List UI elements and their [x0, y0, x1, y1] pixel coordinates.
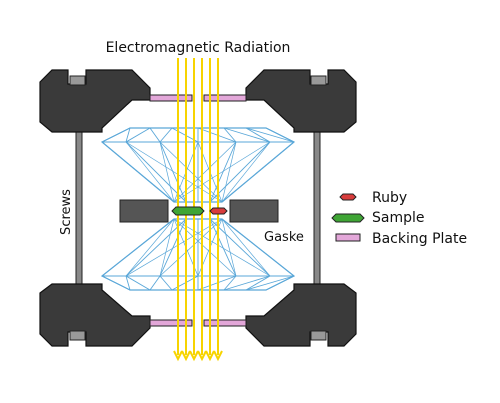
facet-lower-l-bottom-2 — [159, 218, 175, 277]
facet-upper-cross-top-1 — [149, 127, 161, 143]
right-screw — [313, 129, 321, 287]
radiation-arrowhead-1 — [181, 350, 191, 362]
facet-upper-cross-top-0 — [125, 127, 131, 143]
ruby-swatch — [339, 193, 357, 201]
facet-upper-bottom-0 — [101, 275, 131, 291]
facet-upper-bottom-6 — [265, 275, 295, 291]
facet-lower-l-bottom-5 — [173, 218, 271, 277]
facet-lower-r-top-4 — [221, 141, 237, 203]
radiation-beams — [173, 58, 223, 362]
backing-plates — [149, 94, 247, 327]
diagram-title: Electromagnetic Radiation — [106, 40, 291, 56]
facet-upper-bottom-5 — [245, 275, 271, 291]
bottom-screw-caps — [69, 330, 327, 341]
radiation-arrowhead-3 — [197, 350, 207, 362]
backing-plate-bottom-left — [149, 319, 193, 327]
radiation-arrowhead-2 — [189, 350, 199, 362]
bottom-right-cap — [310, 330, 327, 341]
facet-lower-bottom-6 — [221, 218, 295, 277]
legend-label-backing-plate: Backing Plate — [372, 231, 467, 247]
facet-lower-l-bottom-4 — [173, 218, 237, 277]
gasket — [119, 199, 279, 223]
gasket-label: Gaske — [264, 230, 304, 245]
facet-lower-bottom-2 — [159, 218, 187, 277]
facet-lower-l-top-1 — [125, 141, 175, 203]
gasket-right — [229, 199, 279, 223]
facet-lower-bottom-4 — [209, 218, 237, 277]
facet-lower-l-top-5 — [173, 141, 271, 203]
backing-plate-swatch — [335, 233, 361, 242]
backing-plate-top-left — [149, 94, 193, 102]
facet-lower-r-top-1 — [125, 141, 223, 203]
top-right-cap — [310, 75, 327, 86]
bottom-right-block — [245, 283, 357, 347]
bottom-left-cap — [69, 330, 86, 341]
facet-lower-bottom-5 — [209, 218, 271, 277]
anvil-bottom — [100, 218, 296, 291]
facet-upper-top-6 — [265, 127, 295, 143]
facet-lower-top-4 — [209, 141, 237, 203]
top-screw-caps — [69, 75, 327, 86]
radiation-arrowhead-5 — [213, 350, 223, 362]
facet-lower-l-top-2 — [159, 141, 175, 203]
facet-upper-cross-top-5 — [245, 127, 295, 143]
diamond-anvils — [100, 127, 296, 291]
facet-upper-top-5 — [245, 127, 271, 143]
facet-lower-r-top-2 — [159, 141, 223, 203]
top-left-block — [39, 69, 151, 133]
facet-lower-r-bottom-2 — [159, 218, 223, 277]
backing-plate-top-right — [203, 94, 247, 102]
facet-upper-cross-bottom-0 — [125, 275, 131, 291]
legend-item-backing-plate: Backing Plate — [335, 231, 467, 247]
bottom-left-block — [39, 283, 151, 347]
legend-label-sample: Sample — [372, 210, 425, 226]
top-right-block — [245, 69, 357, 133]
legend: Ruby Sample Backing Plate — [331, 190, 467, 247]
facet-upper-bottom-1 — [125, 275, 151, 291]
facet-lower-bottom-1 — [125, 218, 187, 277]
sample — [171, 206, 205, 216]
facet-upper-cross-bottom-4 — [223, 275, 271, 291]
facet-upper-top-4 — [223, 127, 237, 143]
top-body — [39, 69, 357, 133]
sample-swatch — [331, 213, 365, 223]
backing-plate-bottom-right — [203, 319, 247, 327]
top-left-cap — [69, 75, 86, 86]
facet-lower-top-5 — [209, 141, 271, 203]
facet-lower-l-top-4 — [173, 141, 237, 203]
facet-lower-top-2 — [159, 141, 187, 203]
facet-upper-top-2 — [159, 127, 173, 143]
facet-lower-r-bottom-5 — [221, 218, 271, 277]
facet-upper-top-0 — [101, 127, 131, 143]
legend-label-ruby: Ruby — [372, 190, 407, 206]
facet-lower-top-0 — [101, 141, 175, 203]
facet-upper-cross-bottom-1 — [149, 275, 161, 291]
facet-lower-top-1 — [125, 141, 187, 203]
facet-upper-bottom-4 — [223, 275, 237, 291]
bottom-body — [39, 283, 357, 347]
legend-item-sample: Sample — [331, 210, 425, 226]
gasket-left — [119, 199, 169, 223]
facet-upper-top-1 — [125, 127, 151, 143]
facet-upper-cross-bottom-5 — [245, 275, 295, 291]
facet-lower-r-top-5 — [221, 141, 271, 203]
facet-lower-l-bottom-1 — [125, 218, 175, 277]
facet-lower-bottom-0 — [101, 218, 175, 277]
screws-label: Screws — [59, 189, 74, 235]
facet-upper-cross-top-4 — [223, 127, 271, 143]
left-screw — [75, 129, 83, 287]
facet-lower-r-bottom-1 — [125, 218, 223, 277]
facet-upper-bottom-2 — [159, 275, 173, 291]
facet-lower-top-6 — [221, 141, 295, 203]
legend-item-ruby: Ruby — [339, 190, 407, 206]
facet-lower-r-bottom-4 — [221, 218, 237, 277]
anvil-top — [100, 127, 296, 203]
radiation-arrowhead-0 — [173, 350, 183, 362]
radiation-arrowhead-4 — [205, 350, 215, 362]
ruby — [209, 207, 228, 215]
